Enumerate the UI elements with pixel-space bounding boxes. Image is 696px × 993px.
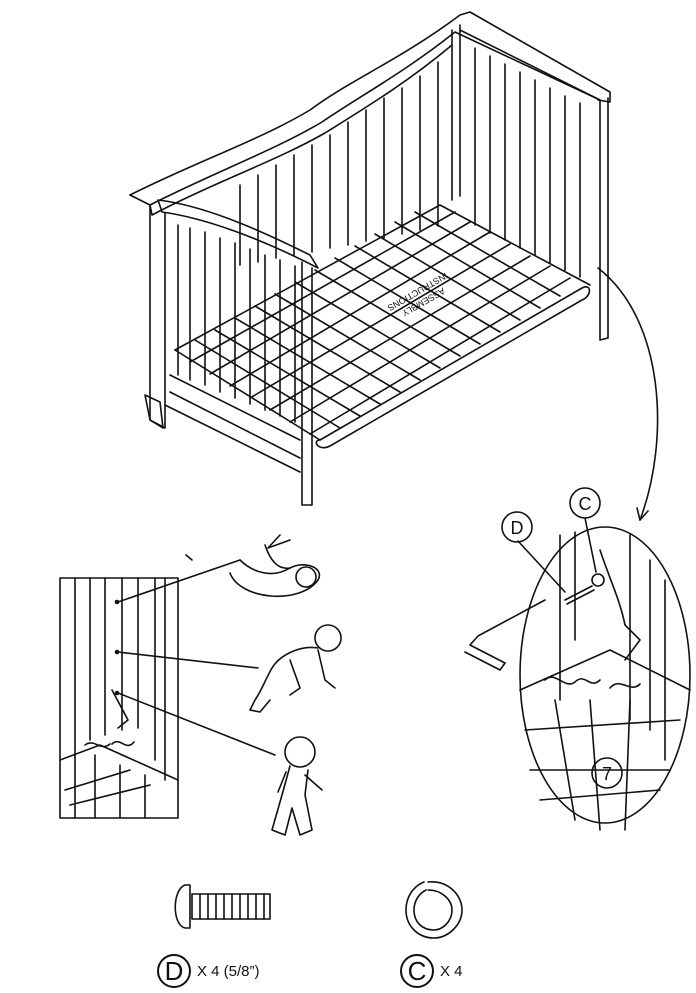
legend-bolt-d-quantity: X 4 (5/8”) [197,962,260,980]
legend-washer-c-letter: C [400,954,434,988]
newborn-bundle-icon [185,534,321,598]
standing-baby-icon [271,736,323,836]
back-panel-slats [239,61,439,266]
bolt-icon [564,585,595,605]
detail-callout [464,487,691,831]
label-d-circle [501,511,533,543]
mattress-spring-frame [174,204,591,449]
allen-key-icon [469,599,546,664]
callout-label-c: C [579,494,592,514]
legend-bolt-d-icon [174,884,271,929]
crib-illustration: ASSEMBLY INSTRUCTIONS [129,11,659,521]
legend-washer-c-quantity: X 4 [440,962,463,980]
callout-part-number: 7 [602,764,612,784]
mattress-height-inset [59,577,179,819]
right-panel-slats [474,47,581,278]
legend-bolt-d-letter: D [157,954,191,988]
left-panel-slats [177,224,296,423]
detail-circle [519,526,691,824]
washer-icon [591,573,605,587]
legend-washer-c-icon [405,881,463,939]
callout-label-d: D [511,518,524,538]
label-c-circle [569,487,601,519]
part-7-circle [591,757,623,789]
crawling-baby-icon [249,624,342,713]
legend-bolt-d: D X 4 (5/8”) [157,954,260,988]
legend-washer-c: C X 4 [400,954,463,988]
